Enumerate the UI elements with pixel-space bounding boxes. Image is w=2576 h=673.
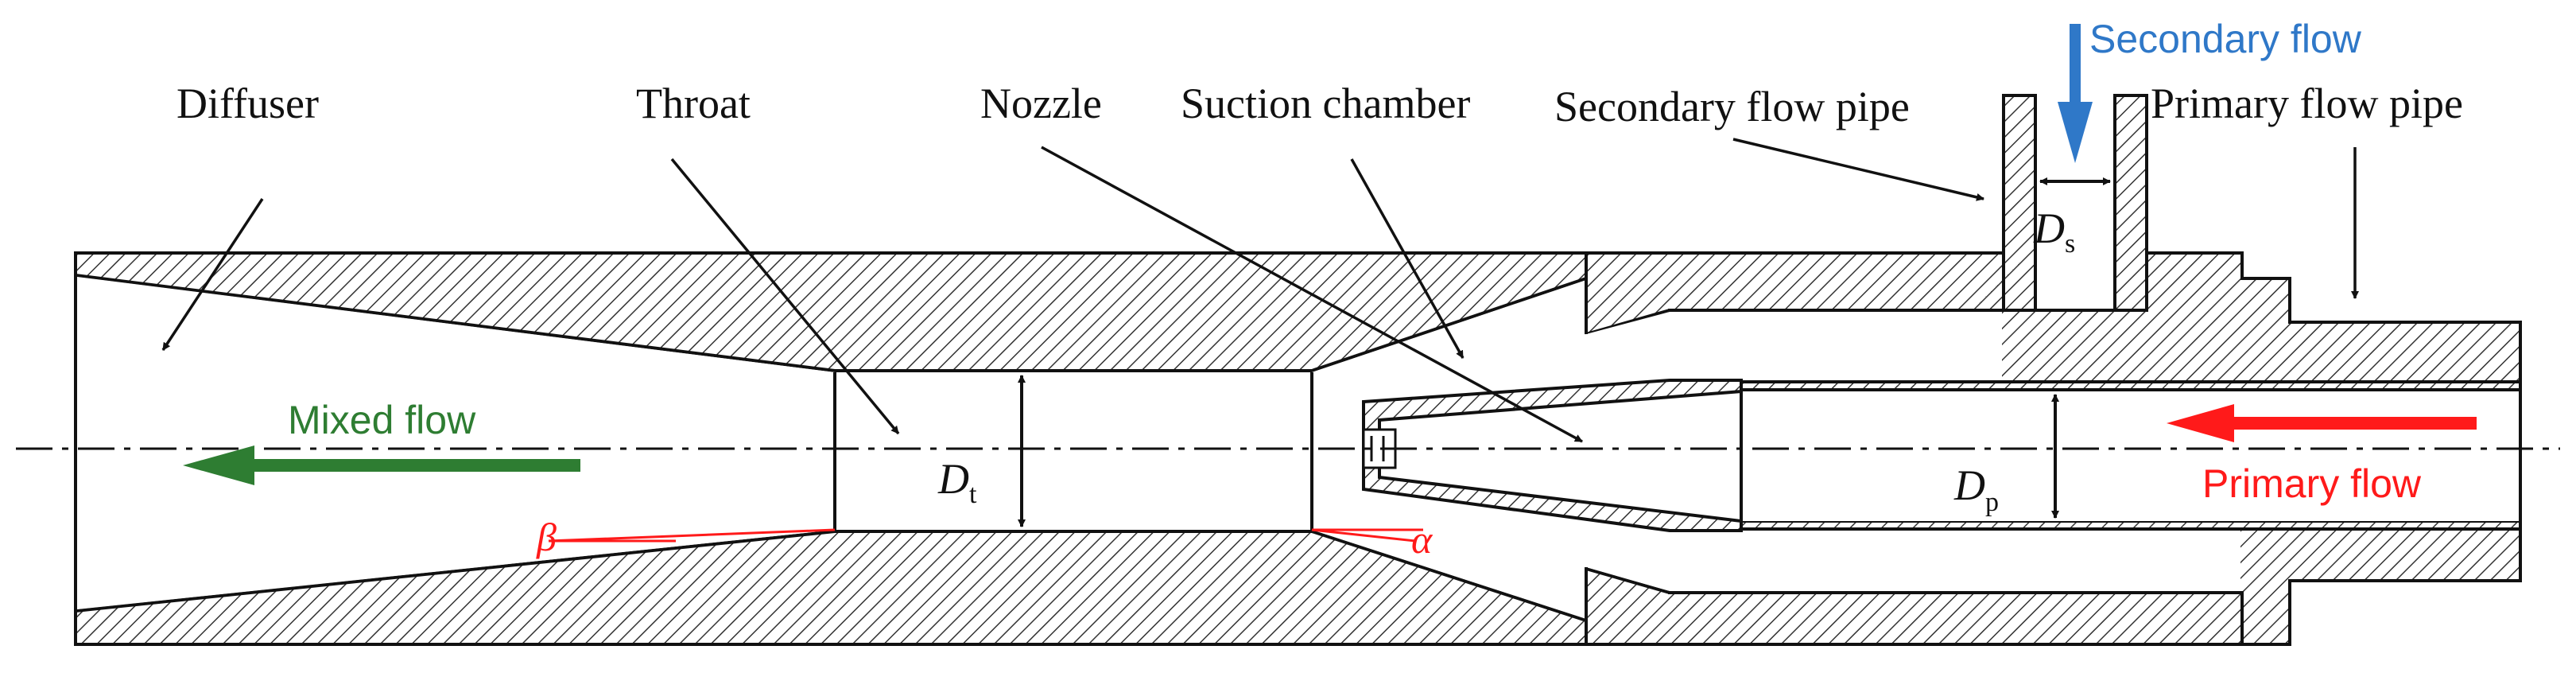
nozzle-leader <box>1041 146 1583 443</box>
diffuser-label: Diffuser <box>177 80 319 127</box>
secondary-flow-label: Secondary flow <box>2089 17 2362 61</box>
alpha-symbol: α <box>1411 517 1433 562</box>
secondary-flow-arrow <box>2058 24 2093 163</box>
mixed-flow-arrow <box>183 445 580 485</box>
nozzle-cone <box>1362 379 1743 532</box>
dt-symbol: Dt <box>937 455 977 509</box>
ds-symbol: Ds <box>2033 204 2075 259</box>
secondary-pipe-right-wall <box>2113 94 2148 312</box>
throat-leader <box>670 158 900 435</box>
passages <box>77 97 2520 619</box>
outlines <box>74 253 2522 644</box>
leader-arrows <box>161 138 2359 443</box>
angle-lines <box>548 528 1423 543</box>
mixed-flow-label: Mixed flow <box>288 398 476 442</box>
dimension-arrows <box>1018 177 2111 527</box>
suction-leader <box>1350 158 1465 359</box>
primary-flow-label: Primary flow <box>2202 461 2422 506</box>
secondary-pipe-leader <box>1732 138 1984 201</box>
dp-symbol: Dp <box>1953 461 1999 517</box>
secondary-pipe-left-wall <box>2002 94 2037 312</box>
throat-label: Throat <box>636 80 751 127</box>
suction-chamber-label: Suction chamber <box>1181 80 1470 127</box>
primary-flow-pipe-label: Primary flow pipe <box>2151 80 2463 127</box>
diffuser-leader <box>161 198 264 351</box>
nozzle-label: Nozzle <box>980 80 1102 127</box>
primary-flow-arrow <box>2167 404 2477 442</box>
secondary-flow-pipe-label: Secondary flow pipe <box>1554 83 1910 130</box>
beta-symbol: β <box>536 515 557 559</box>
